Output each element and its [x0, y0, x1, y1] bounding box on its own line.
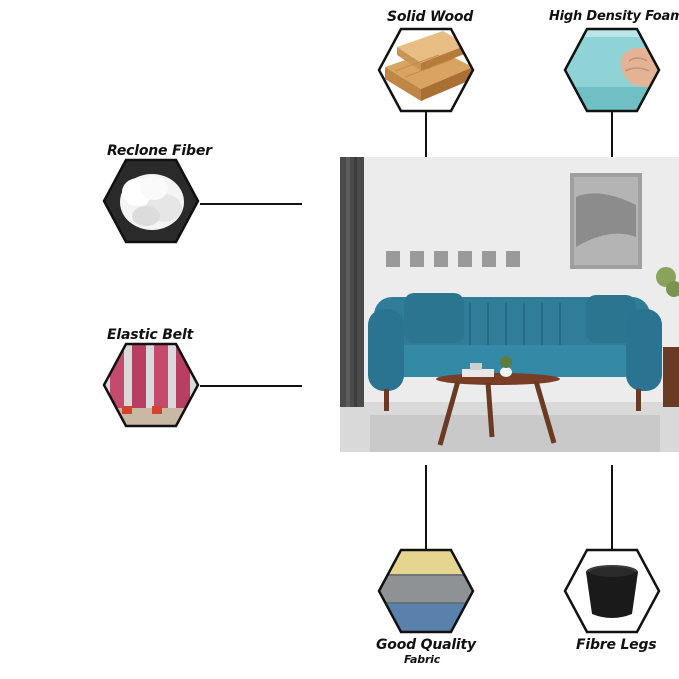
foam-hexagon — [563, 27, 661, 113]
fiber-connector — [200, 203, 302, 205]
legs-connector — [611, 465, 613, 550]
elastic-belt-label: Elastic Belt — [107, 327, 194, 343]
sofa-photo — [340, 157, 679, 452]
fabric-connector — [425, 465, 427, 550]
reclone-fiber-label: Reclone Fiber — [107, 143, 212, 159]
fabric-hexagon — [377, 548, 475, 634]
solid-wood-hexagon — [377, 27, 475, 113]
solid-wood-label: Solid Wood — [387, 9, 474, 25]
belt-connector — [200, 385, 302, 387]
fibre-legs-label: Fibre Legs — [576, 637, 657, 653]
good-quality-label: Good Quality — [376, 637, 476, 653]
high-density-foam-label: High Density Foam — [549, 9, 679, 24]
solid-wood-connector — [425, 112, 427, 158]
reclone-fiber-hexagon — [102, 158, 200, 244]
foam-connector — [611, 112, 613, 158]
fabric-sublabel: Fabric — [404, 653, 441, 666]
fibre-legs-hexagon — [563, 548, 661, 634]
elastic-belt-hexagon — [102, 342, 200, 428]
